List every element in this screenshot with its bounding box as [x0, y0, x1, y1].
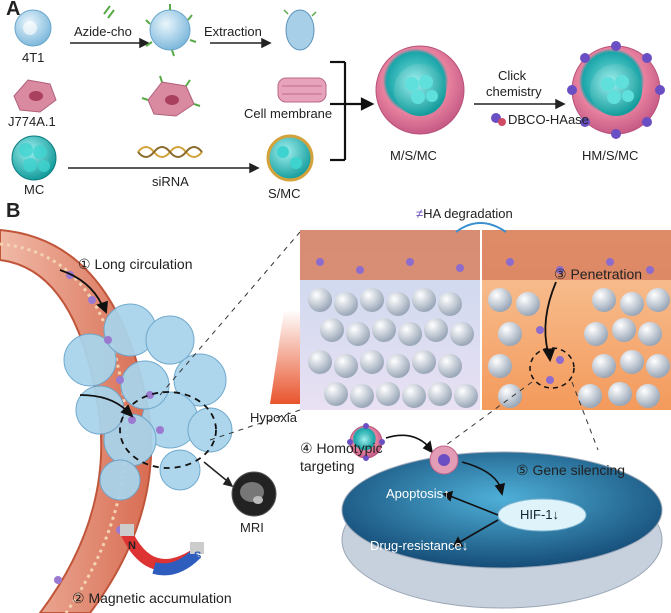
panel-a-letter: A	[6, 0, 21, 20]
arrow-extraction	[210, 37, 272, 49]
sirna-helix-icon	[137, 146, 203, 158]
mri-image	[231, 471, 277, 517]
ha-symbol: ≠	[416, 206, 424, 221]
label-cell-membrane: Cell membrane	[244, 106, 333, 121]
magnet-n-label: N	[128, 540, 136, 552]
label-sirna: siRNA	[152, 174, 189, 189]
arrow-to-silencing	[461, 461, 506, 496]
label-step3: ③ Penetration	[554, 266, 643, 282]
label-azide: Azide-cho	[74, 24, 132, 39]
targeting-particle-icon	[347, 423, 385, 461]
label-step1: ① Long circulation	[78, 256, 193, 272]
arrow-to-mri	[203, 461, 234, 488]
label-hmsmc: HM/S/MC	[582, 148, 639, 163]
msmc-particle-icon	[375, 45, 465, 135]
label-msmc: M/S/MC	[390, 148, 437, 163]
label-j774: J774A.1	[8, 114, 56, 129]
label-step5: ⑤ Gene silencing	[516, 462, 626, 478]
label-dbco: DBCO-HAase	[508, 112, 589, 127]
label-click-1: Click	[498, 68, 527, 83]
arrow-sirna	[68, 162, 260, 174]
converge-bracket	[330, 60, 375, 162]
label-4t1: 4T1	[22, 50, 45, 65]
labeled-macrophage-icon	[141, 75, 201, 117]
label-mri: MRI	[240, 520, 264, 535]
internalized-particle-icon	[429, 445, 459, 475]
arrow-into-cell	[385, 434, 434, 454]
hypoxia-gradient	[270, 310, 300, 404]
membrane-fragment-macrophage-icon	[277, 77, 327, 103]
tissue-beads	[308, 288, 670, 408]
penetration-circle	[529, 347, 575, 389]
label-hypoxia: Hypoxia	[250, 410, 297, 425]
arrow-azide	[70, 37, 150, 49]
dbco-haase-icon	[491, 113, 506, 126]
panel-b-letter: B	[6, 200, 21, 222]
penetration-arrow	[542, 281, 557, 363]
smc-particle-icon	[266, 134, 314, 182]
label-extraction: Extraction	[204, 24, 262, 39]
azide-icon	[103, 5, 115, 19]
label-step4-2: targeting	[300, 458, 355, 474]
arrow-click	[474, 98, 566, 110]
zoom-circle	[119, 391, 217, 469]
labeled-4t1-cell-icon	[145, 4, 197, 57]
macrophage-icon	[13, 79, 57, 113]
magnetic-cluster-icon	[11, 135, 57, 181]
hmsmc-particle-icon	[567, 41, 665, 139]
label-click-2: chemistry	[486, 84, 542, 99]
label-step4-1: ④ Homotypic	[300, 440, 383, 456]
magnet-icon	[120, 524, 204, 576]
cell-4t1-icon	[14, 9, 52, 47]
tumor-cluster	[63, 303, 233, 501]
ha-arrow	[455, 222, 507, 233]
label-mc: MC	[24, 182, 45, 197]
label-drug-resistance: Drug-resistance↓	[370, 538, 469, 553]
label-step2: ② Magnetic accumulation	[72, 590, 232, 606]
ha-degradation-text: HA degradation	[423, 206, 513, 221]
hif-arrows	[442, 490, 499, 547]
membrane-fragment-4t1-icon	[283, 9, 317, 51]
label-ha: ≠HA degradation	[416, 206, 513, 221]
tissue-particles	[316, 258, 654, 384]
label-apoptosis: Apoptosis↑	[386, 486, 450, 501]
magnet-s-label: S	[194, 550, 202, 562]
label-smc: S/MC	[268, 186, 301, 201]
label-hif: HIF-1↓	[520, 507, 559, 522]
